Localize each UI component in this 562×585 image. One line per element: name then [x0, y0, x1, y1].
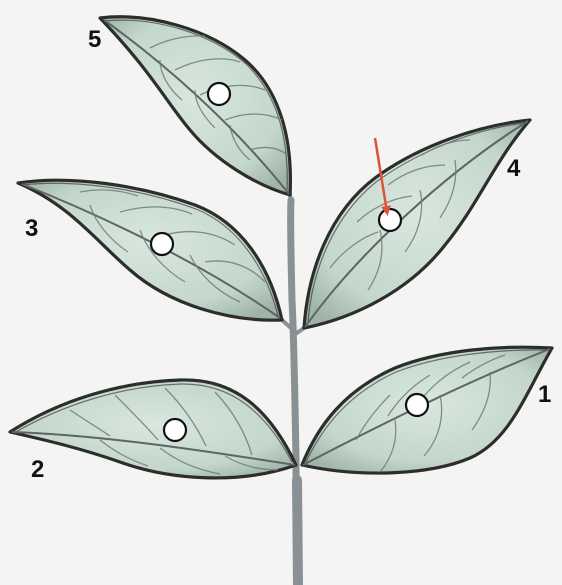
leaf-label-4: 4 — [507, 157, 520, 181]
leaf-label-3: 3 — [25, 217, 38, 241]
marker-leaf-3[interactable] — [151, 233, 173, 255]
leaf-label-2: 2 — [31, 458, 44, 482]
marker-leaf-4[interactable] — [379, 209, 401, 231]
leaf-3 — [18, 180, 282, 320]
leaf-label-5: 5 — [88, 28, 101, 52]
leaf-4 — [304, 120, 530, 328]
leaf-2 — [10, 380, 296, 478]
leaf-label-1: 1 — [538, 383, 551, 407]
leaf-5 — [100, 17, 290, 195]
main-stem-base — [297, 480, 298, 585]
marker-leaf-2[interactable] — [164, 419, 186, 441]
marker-leaf-5[interactable] — [208, 83, 230, 105]
marker-leaf-1[interactable] — [406, 394, 428, 416]
